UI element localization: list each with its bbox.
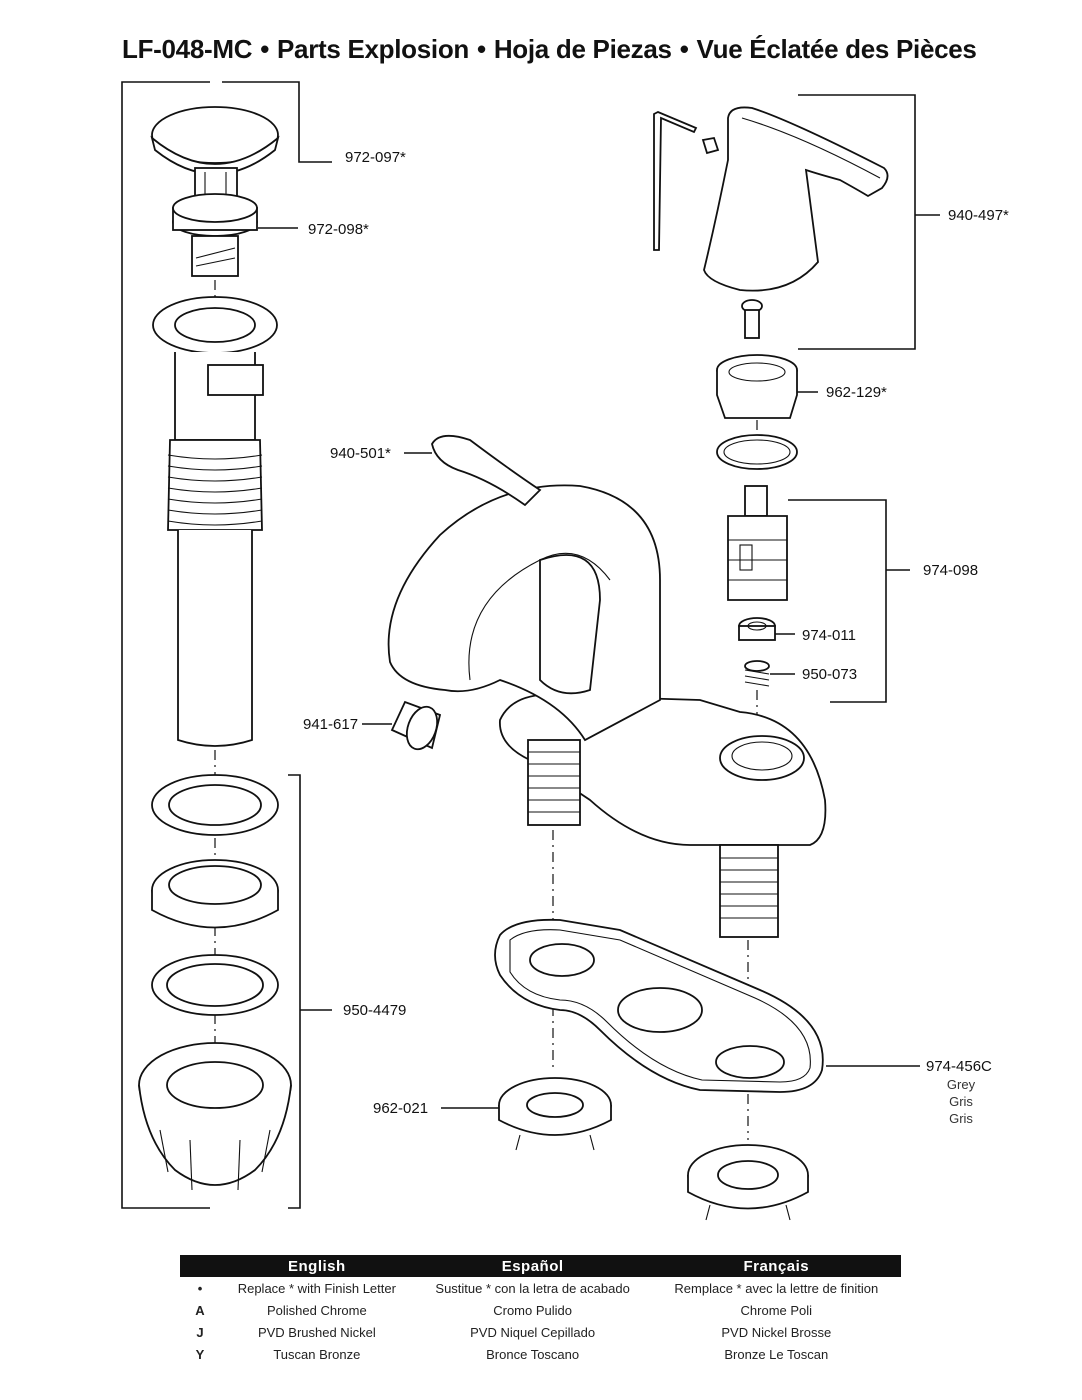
legend-header-spanish: Español: [413, 1255, 652, 1277]
legend-row: J PVD Brushed Nickel PVD Niquel Cepillad…: [180, 1321, 901, 1343]
legend-spanish: PVD Niquel Cepillado: [470, 1324, 596, 1340]
part-label: 940-501*: [330, 445, 391, 462]
part-label: 941-617: [303, 716, 358, 733]
legend-key: Y: [195, 1346, 205, 1362]
gasket-ring-3: [151, 954, 279, 1016]
cartridge-bracket: [788, 499, 887, 703]
part-label: 974-011: [802, 627, 856, 644]
legend-header-french: Français: [651, 1255, 901, 1277]
part-label: 974-456C: [926, 1058, 992, 1075]
part-label: 950-073: [802, 666, 857, 683]
part-label: 950-4479: [343, 1002, 406, 1019]
title-separator: •: [679, 34, 689, 64]
title-french: Vue Éclatée des Pièces: [696, 34, 977, 64]
spring: [744, 660, 770, 687]
handle-lever: [703, 106, 889, 292]
drain-assembly: [121, 81, 332, 1209]
part-label: 962-021: [373, 1100, 428, 1117]
deck-plate: [494, 918, 824, 1093]
legend-french: Remplace * avec la lettre de finition: [674, 1280, 879, 1296]
part-label: 972-098*: [308, 221, 369, 238]
mounting-nut-left: [498, 1077, 612, 1151]
part-label: 940-497*: [948, 207, 1009, 224]
stopper-cap: [150, 106, 280, 207]
legend-french: Chrome Poli: [740, 1302, 813, 1318]
title-separator: •: [477, 34, 486, 64]
shank-right: [719, 844, 779, 938]
legend-english: Polished Chrome: [266, 1302, 367, 1318]
legend-row: A Polished Chrome Cromo Pulido Chrome Po…: [180, 1299, 901, 1321]
leader-972-097: [222, 81, 332, 163]
part-note: Gris: [949, 1094, 973, 1109]
handle-bracket: [798, 94, 916, 350]
part-label: 972-097*: [345, 149, 406, 166]
page-title: LF-048-MC•Parts Explosion•Hoja de Piezas…: [122, 34, 977, 65]
drain-nut: [138, 1042, 292, 1191]
legend-header-key: [180, 1255, 220, 1277]
legend-row: Y Tuscan Bronze Bronce Toscano Bronze Le…: [180, 1343, 901, 1365]
legend-english: Tuscan Bronze: [273, 1346, 361, 1362]
o-ring: [716, 434, 798, 470]
drain-body: [152, 296, 278, 747]
legend-spanish: Sustitue * con la letra de acabado: [435, 1280, 630, 1296]
legend-spanish: Bronce Toscano: [486, 1346, 580, 1362]
finish-legend-table: English Español Français • Replace * wit…: [180, 1255, 901, 1365]
lift-rod: [431, 434, 542, 507]
legend-row: • Replace * with Finish Letter Sustitue …: [180, 1277, 901, 1299]
legend-english: Replace * with Finish Letter: [237, 1280, 396, 1296]
faucet-body: [387, 434, 827, 938]
legend-header-row: English Español Français: [180, 1255, 901, 1277]
legend-french: Bronze Le Toscan: [724, 1346, 829, 1362]
part-note: Gris: [949, 1111, 973, 1126]
spout-lever-housing: [539, 554, 601, 695]
gasket-ring-2: [151, 859, 279, 929]
legend-key: J: [196, 1324, 204, 1340]
aerator: [390, 700, 442, 751]
mounting-nut-right: [687, 1144, 809, 1221]
legend-key: A: [195, 1302, 205, 1318]
hex-key: [653, 111, 698, 251]
handle-assembly: [653, 94, 940, 703]
seat: [738, 617, 776, 641]
part-label: 974-098: [923, 562, 978, 579]
gasket-ring-1: [151, 774, 279, 836]
valve-opening: [719, 735, 805, 781]
legend-english: PVD Brushed Nickel: [257, 1324, 376, 1340]
handle-screw: [741, 299, 763, 339]
shank-left: [527, 739, 581, 826]
gasket-bracket: [288, 774, 301, 1209]
legend-spanish: Cromo Pulido: [493, 1302, 572, 1318]
legend-key: •: [197, 1280, 203, 1296]
title-spanish: Hoja de Piezas: [493, 34, 672, 64]
legend-header-english: English: [220, 1255, 414, 1277]
stopper-body: [172, 193, 258, 277]
bonnet-nut: [716, 354, 798, 419]
set-screw: [701, 136, 720, 155]
drain-bracket: [121, 81, 210, 1209]
model-number: LF-048-MC: [122, 34, 253, 64]
title-english: Parts Explosion: [277, 34, 470, 64]
part-note: Grey: [947, 1077, 976, 1092]
legend-french: PVD Nickel Brosse: [721, 1324, 832, 1340]
cartridge: [727, 485, 788, 601]
title-separator: •: [260, 34, 270, 64]
part-label: 962-129*: [826, 384, 887, 401]
